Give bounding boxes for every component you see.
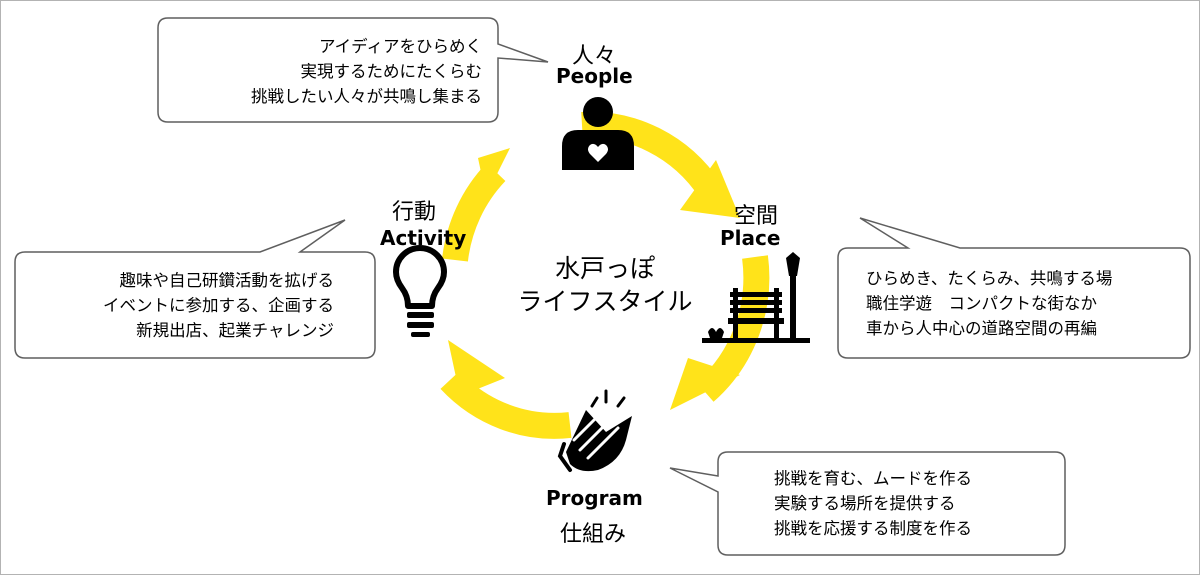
bubble-activity-line: 趣味や自己研鑽活動を拡げる (119, 271, 335, 290)
center-title-line2: ライフスタイル (517, 287, 693, 316)
bubble-place-text: ひらめき、たくらみ、共鳴する場 職住学遊 コンパクトな街なか 車から人中心の道路… (866, 266, 1112, 341)
bubble-place-shape (837, 217, 1191, 359)
bubble-program-line: 挑戦を応援する制度を作る (774, 519, 972, 538)
arrowhead-to-activity (448, 340, 505, 396)
place-label-jp: 空間 (734, 204, 779, 229)
bubble-activity-shape (14, 219, 376, 359)
activity-label-en: Activity (380, 226, 467, 250)
bubble-program-line: 実験する場所を提供する (774, 494, 956, 513)
bubble-people-line: アイディアをひらめく (318, 37, 482, 56)
bubble-place-line: 職住学遊 コンパクトな街なか (866, 294, 1097, 313)
center-title: 水戸っぽ ライフスタイル (490, 252, 720, 318)
program-label-jp: 仕組み (560, 522, 627, 547)
bubble-place-line: 車から人中心の道路空間の再編 (866, 319, 1097, 338)
center-title-line1: 水戸っぽ (554, 254, 655, 283)
bubble-activity-line: イベントに参加する、企画する (103, 296, 334, 315)
place-label-en: Place (720, 226, 781, 250)
cycle-ring (440, 111, 770, 439)
bubble-people-shape (157, 17, 549, 123)
park-bench-lamp-icon (702, 252, 810, 343)
bubble-program-line: 挑戦を育む、ムードを作る (774, 469, 972, 488)
bubble-program-text: 挑戦を育む、ムードを作る 実験する場所を提供する 挑戦を応援する制度を作る (774, 466, 972, 541)
program-label-en: Program (546, 486, 643, 510)
bubble-activity-line: 新規出店、起業チャレンジ (136, 321, 334, 340)
bubble-program-shape (669, 451, 1066, 556)
arrowhead-to-people (478, 148, 510, 196)
bubble-place-line: ひらめき、たくらみ、共鳴する場 (866, 269, 1113, 288)
lightbulb-icon (393, 245, 447, 337)
clapping-hands-icon (557, 389, 632, 472)
bubble-people-text: アイディアをひらめく 実現するためにたくらむ 挑戦したい人々が共鳴し集まる (251, 34, 482, 109)
bubble-people-line: 実現するためにたくらむ (300, 62, 483, 81)
people-label-jp: 人々 (572, 44, 617, 69)
people-label-en: People (556, 64, 633, 88)
activity-label-jp: 行動 (392, 200, 437, 225)
bubble-activity-text: 趣味や自己研鑽活動を拡げる イベントに参加する、企画する 新規出店、起業チャレン… (103, 268, 334, 343)
arrowhead-to-place (680, 160, 740, 218)
arrowhead-to-program (670, 358, 740, 410)
bubble-people-line: 挑戦したい人々が共鳴し集まる (251, 87, 482, 106)
person-heart-icon (562, 97, 634, 170)
